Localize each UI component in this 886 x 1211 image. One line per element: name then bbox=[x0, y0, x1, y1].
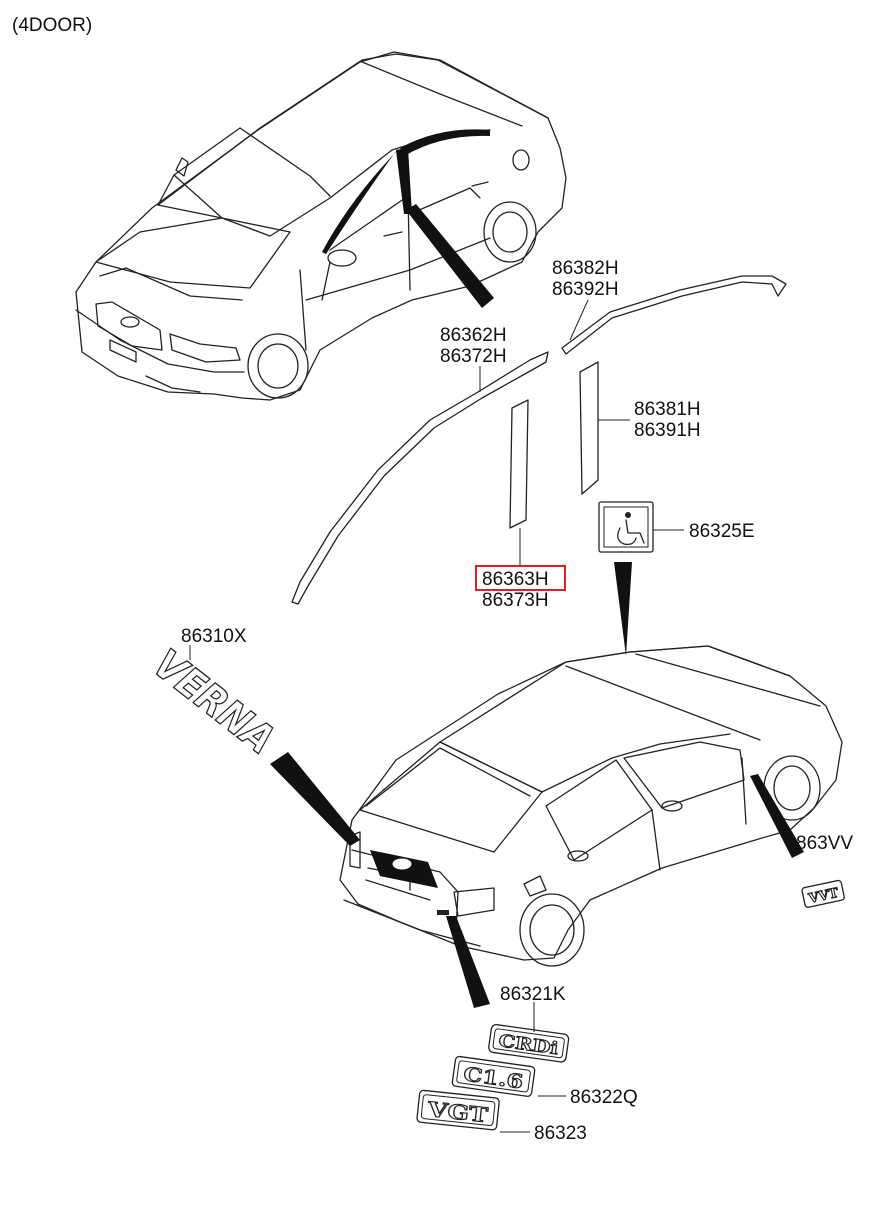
callout-labels: 86382H 86392H 86362H 86372H 86381H 86391… bbox=[181, 258, 853, 1144]
callout-86321k: 86321K bbox=[500, 984, 566, 1005]
callout-86373h: 86373H bbox=[482, 590, 549, 611]
verna-logo-emblem: VERNA bbox=[144, 640, 284, 764]
crdi-emblem: CRDi bbox=[488, 1023, 570, 1063]
diagram-header: (4DOOR) bbox=[12, 15, 92, 36]
vvt-emblem: VVT bbox=[801, 879, 845, 908]
callout-86362h: 86362H bbox=[440, 325, 507, 346]
callout-86391h: 86391H bbox=[634, 420, 701, 441]
svg-text:VVT: VVT bbox=[806, 886, 840, 907]
callout-86322q: 86322Q bbox=[570, 1087, 638, 1108]
callout-86310x: 86310X bbox=[181, 626, 247, 647]
callout-86381h: 86381H bbox=[634, 399, 701, 420]
callout-86372h: 86372H bbox=[440, 346, 507, 367]
svg-text:VERNA: VERNA bbox=[144, 641, 283, 763]
hatchback-illustration bbox=[270, 645, 843, 1008]
moulding-strips bbox=[291, 275, 787, 656]
sedan-illustration bbox=[75, 51, 567, 401]
callout-863vv: 863VV bbox=[796, 833, 853, 854]
part-highlight-box bbox=[475, 565, 566, 591]
callout-86392h: 86392H bbox=[552, 279, 619, 300]
leader-lines bbox=[189, 299, 684, 1133]
callout-86323: 86323 bbox=[534, 1123, 587, 1144]
wheelchair-icon bbox=[617, 512, 645, 546]
cl6-emblem: C1.6 bbox=[451, 1055, 536, 1097]
callout-86363h[interactable]: 86363H bbox=[482, 569, 549, 590]
callout-86325e: 86325E bbox=[689, 521, 755, 542]
vgt-emblem: VGT bbox=[416, 1089, 500, 1131]
callout-86382h: 86382H bbox=[552, 258, 619, 279]
